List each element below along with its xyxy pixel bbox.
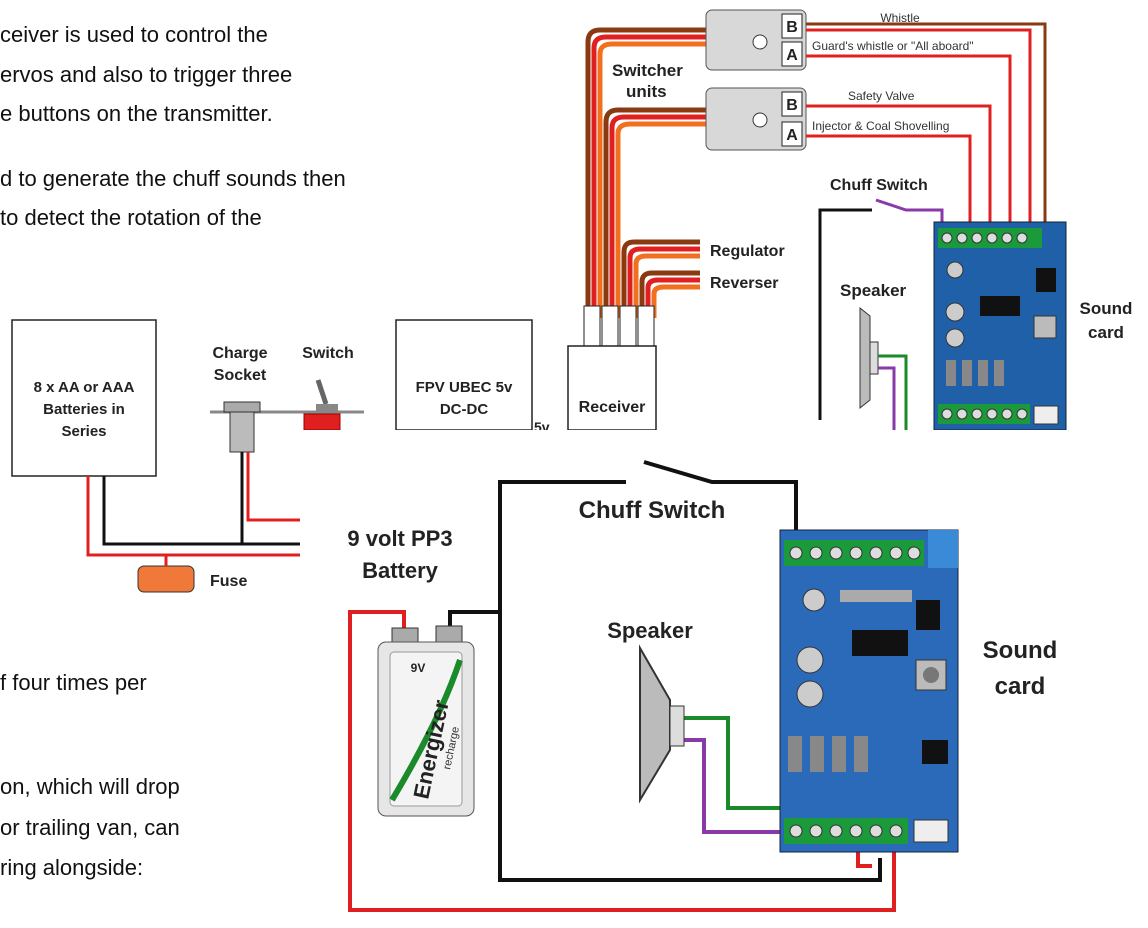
batteries-label-1: 8 x AA or AAA bbox=[34, 379, 135, 396]
channel-b-1: B bbox=[786, 19, 798, 36]
reverser-label: Reverser bbox=[710, 275, 779, 292]
injector-label: Injector & Coal Shovelling bbox=[812, 119, 949, 133]
reverser-cable bbox=[639, 270, 700, 318]
switcher-unit-1: B A bbox=[705, 9, 807, 71]
battery-wires bbox=[86, 452, 300, 557]
chuff-switch-label-bottom: Chuff Switch bbox=[579, 497, 726, 524]
sound-card-label-bottom-1: Sound bbox=[983, 637, 1058, 664]
switcher-cable-1 bbox=[585, 27, 710, 318]
prose-line-2: ervos and also to trigger three bbox=[0, 62, 293, 87]
channel-b-2: B bbox=[786, 97, 798, 114]
speaker-bottom bbox=[639, 644, 685, 804]
charge-socket-label-2: Socket bbox=[214, 367, 267, 384]
prose-line-5: to detect the rotation of the bbox=[0, 205, 262, 230]
battery-voltage: 9V bbox=[411, 661, 426, 675]
chuff-switch-label-top: Chuff Switch bbox=[830, 177, 928, 194]
safety-valve-label: Safety Valve bbox=[848, 89, 915, 103]
prose-line-4: d to generate the chuff sounds then bbox=[0, 166, 346, 191]
batteries-label-2: Batteries in bbox=[43, 401, 125, 418]
batteries-label-3: Series bbox=[61, 423, 106, 440]
charge-socket-label-1: Charge bbox=[212, 345, 267, 362]
prose-line-1: ceiver is used to control the bbox=[0, 22, 268, 47]
battery-title-2: Battery bbox=[362, 558, 439, 583]
pp3-battery: 9V Energizer recharge bbox=[377, 625, 475, 817]
regulator-cable bbox=[621, 239, 700, 318]
prose-line-8: or trailing van, can bbox=[0, 815, 180, 840]
speaker-label-bottom: Speaker bbox=[607, 618, 693, 643]
ubec-box bbox=[395, 319, 533, 431]
switcher-cable-2 bbox=[603, 107, 710, 318]
receiver bbox=[567, 305, 657, 431]
guards-whistle-label: Guard's whistle or "All aboard" bbox=[812, 39, 974, 53]
battery-pack bbox=[11, 319, 157, 477]
sound-card-label-top-2: card bbox=[1088, 323, 1124, 342]
charge-socket bbox=[210, 401, 364, 453]
sound-card-top bbox=[933, 221, 1067, 431]
speaker-top bbox=[859, 306, 908, 430]
speaker-label-top: Speaker bbox=[840, 281, 907, 300]
receiver-label: Receiver bbox=[579, 399, 646, 416]
fuse-label: Fuse bbox=[210, 573, 247, 590]
regulator-label: Regulator bbox=[710, 243, 785, 260]
prose-line-9: ring alongside: bbox=[0, 855, 144, 880]
battery-title-1: 9 volt PP3 bbox=[347, 526, 452, 551]
switcher-trigger-wires bbox=[806, 22, 1047, 228]
fuse bbox=[137, 555, 195, 593]
switcher-units-label-1: Switcher bbox=[612, 61, 683, 80]
ubec-label-1: FPV UBEC 5v bbox=[416, 379, 513, 396]
prose-line-3: e buttons on the transmitter. bbox=[0, 101, 273, 126]
prose-line-7: on, which will drop bbox=[0, 774, 180, 799]
sound-card-label-top-1: Sound bbox=[1080, 299, 1133, 318]
switcher-unit-2: B A bbox=[705, 87, 807, 151]
sound-card-label-bottom-2: card bbox=[995, 673, 1046, 700]
switch-label: Switch bbox=[302, 345, 354, 362]
switcher-units-label-2: units bbox=[626, 82, 667, 101]
chuff-switch-top bbox=[818, 198, 944, 420]
whistle-label: Whistle bbox=[880, 11, 920, 25]
toggle-switch bbox=[303, 379, 341, 431]
prose-line-6: f four times per bbox=[0, 670, 147, 695]
channel-a-1: A bbox=[786, 47, 798, 64]
bottom-diagram: Chuff Switch 9 volt PP3 Battery Speaker … bbox=[300, 430, 1148, 928]
top-diagram: B A B A Switcher units Whistle Guard's w… bbox=[11, 9, 1133, 593]
ubec-label-2: DC-DC bbox=[440, 401, 488, 418]
channel-a-2: A bbox=[786, 127, 798, 144]
sound-card-bottom bbox=[779, 529, 959, 853]
